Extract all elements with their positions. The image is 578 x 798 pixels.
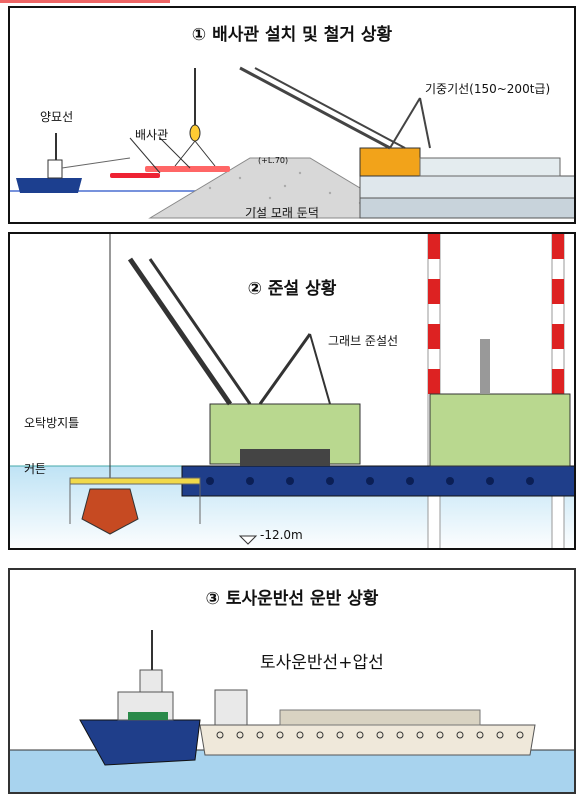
panel-title: ② 준설 상황	[247, 279, 337, 299]
barge-tug-label: 토사운반선+압선	[260, 653, 384, 673]
anchor-boat	[16, 133, 131, 193]
panel-dredging: ② 준설 상황 그래브 준설선 오탁방지틀 커튼 -12.0m	[8, 232, 576, 550]
depth-label: -12.0m	[260, 528, 303, 542]
pipe-installation-illustration	[10, 66, 574, 222]
top-accent-bar	[0, 0, 170, 3]
grab-dredger	[127, 257, 571, 467]
sand-berm-label: 기설 모래 둔덕	[245, 206, 319, 220]
panel-title: ① 배사관 설치 및 철거 상황	[191, 25, 393, 45]
discharge-pipe-label: 배사관	[135, 128, 169, 142]
tugboat	[79, 630, 201, 766]
transport-illustration	[10, 630, 574, 792]
curtain-label: 커튼	[24, 462, 47, 476]
soil-barge	[199, 689, 536, 756]
panel-transport: ③ 토사운반선 운반 상황 토사운반선+압선	[8, 568, 576, 794]
grab-dredger-label: 그래브 준설선	[328, 334, 399, 348]
panel-pipe-installation: ① 배사관 설치 및 철거 상황 양묘선 배사관 기중기선(150~200t급)…	[8, 6, 576, 224]
level-mark-label: (+L.70)	[258, 156, 289, 165]
panel-title: ③ 토사운반선 운반 상황	[205, 589, 379, 609]
dredging-illustration	[10, 234, 574, 548]
anchor-boat-label: 양묘선	[40, 110, 74, 124]
crane-barge	[239, 66, 574, 219]
silt-fence-label: 오탁방지틀	[24, 416, 80, 430]
crane-barge-label: 기중기선(150~200t급)	[425, 82, 551, 96]
